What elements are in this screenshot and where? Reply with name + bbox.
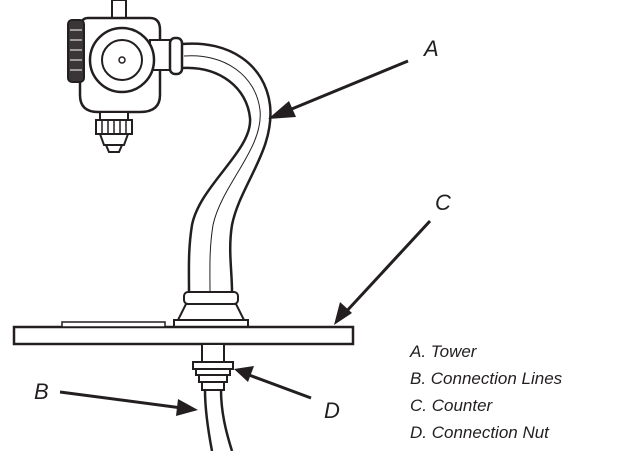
callout-a: A	[422, 36, 439, 61]
legend: A. Tower B. Connection Lines C. Counter …	[409, 342, 563, 442]
tower-tube	[168, 36, 272, 293]
callout-d: D	[324, 398, 340, 423]
legend-item-connection-nut: D. Connection Nut	[410, 423, 550, 442]
faucet-head	[67, 0, 171, 153]
connection-nut	[192, 343, 234, 391]
callout-b: B	[34, 379, 49, 404]
connection-lines	[203, 389, 234, 451]
counter	[12, 321, 355, 346]
legend-item-counter: C. Counter	[410, 396, 494, 415]
legend-item-connection-lines: B. Connection Lines	[410, 369, 563, 388]
tower-base	[173, 291, 249, 328]
legend-item-tower: A. Tower	[409, 342, 478, 361]
callout-c: C	[435, 190, 451, 215]
leader-arrows	[59, 59, 432, 416]
